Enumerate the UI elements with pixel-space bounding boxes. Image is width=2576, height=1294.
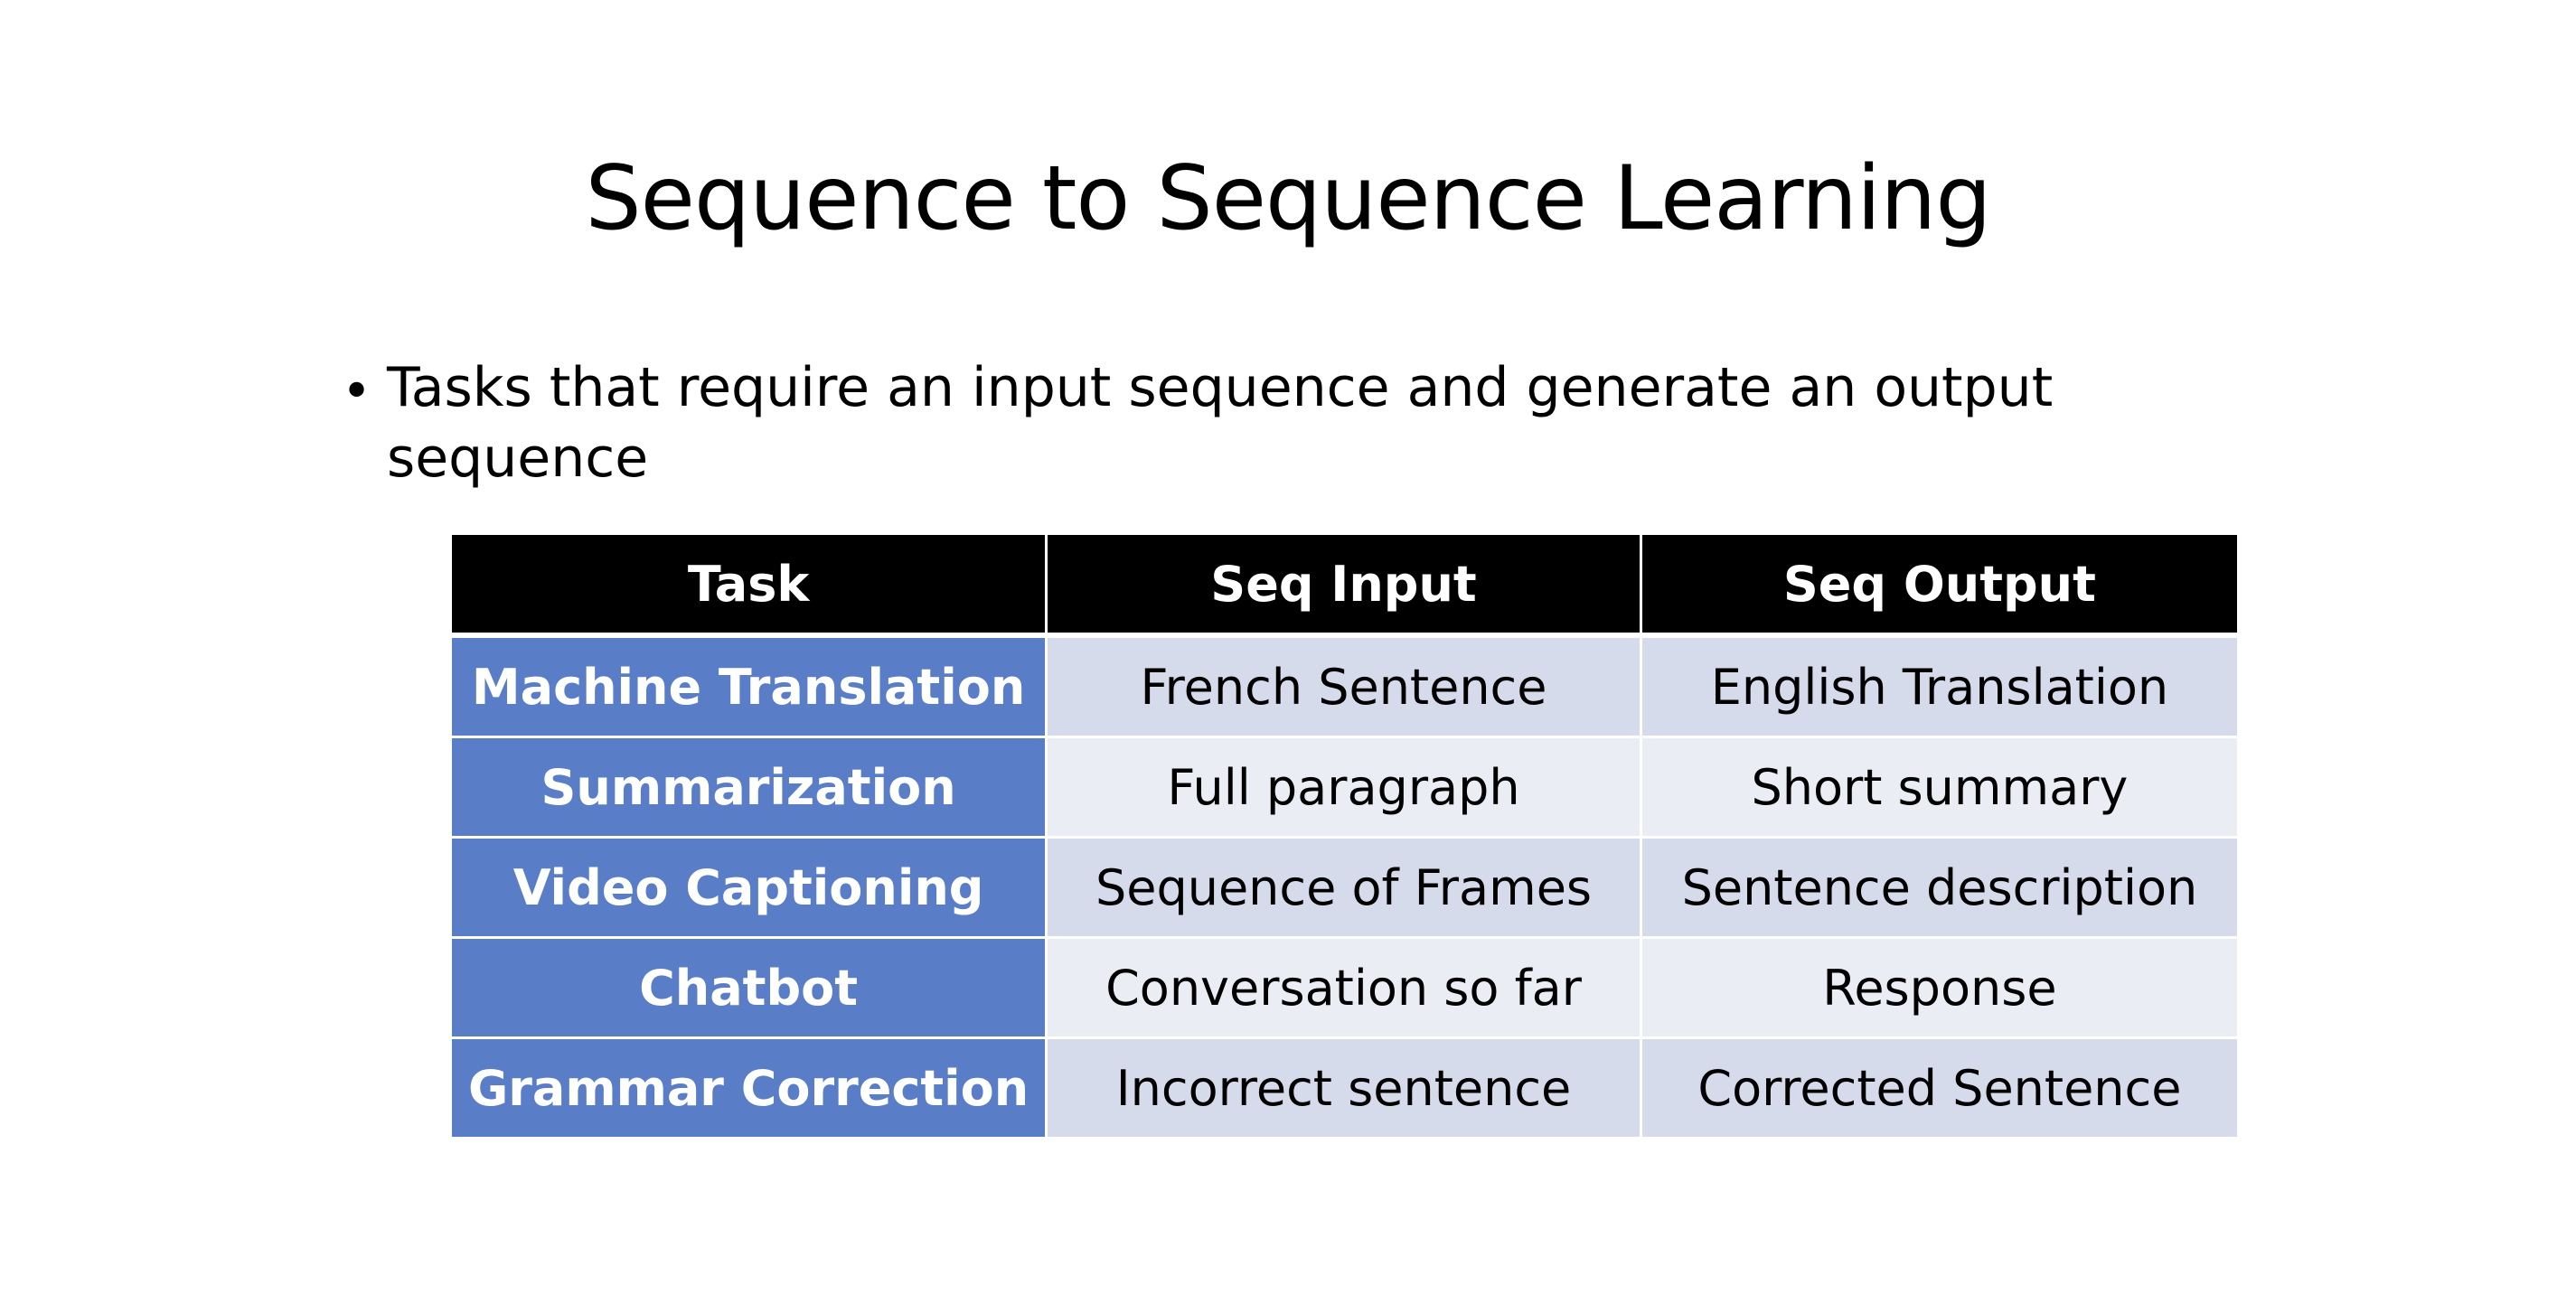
table-row: Grammar Correction Incorrect sentence Co… (452, 1036, 2237, 1137)
seq-input-cell: French Sentence (1045, 633, 1642, 738)
table-row: Summarization Full paragraph Short summa… (452, 736, 2237, 839)
table-row: Machine Translation French Sentence Engl… (452, 633, 2237, 738)
task-cell: Chatbot (452, 936, 1048, 1039)
seq-input-cell: Sequence of Frames (1045, 836, 1642, 939)
task-cell: Machine Translation (452, 633, 1048, 738)
table-row: Video Captioning Sequence of Frames Sent… (452, 836, 2237, 939)
bullet-marker: • (342, 362, 372, 421)
task-cell: Video Captioning (452, 836, 1048, 939)
bullet-line-2: sequence (387, 427, 649, 490)
seq-input-cell: Incorrect sentence (1045, 1036, 1642, 1137)
seq-output-cell: Response (1639, 936, 2237, 1039)
seq-input-cell: Conversation so far (1045, 936, 1642, 1039)
seq2seq-tasks-table: Task Seq Input Seq Output Machine Transl… (452, 535, 2237, 1137)
bullet-line-1: Tasks that require an input sequence and… (387, 356, 2054, 419)
table-row: Chatbot Conversation so far Response (452, 936, 2237, 1039)
bullet-text: Tasks that require an input sequence and… (387, 352, 2113, 493)
seq-input-cell: Full paragraph (1045, 736, 1642, 839)
seq-output-cell: English Translation (1639, 633, 2237, 738)
seq-output-cell: Short summary (1639, 736, 2237, 839)
seq-output-cell: Corrected Sentence (1639, 1036, 2237, 1137)
bullet-point: • Tasks that require an input sequence a… (342, 352, 2113, 493)
seq-output-cell: Sentence description (1639, 836, 2237, 939)
slide-title: Sequence to Sequence Learning (585, 147, 1991, 250)
header-seq-input: Seq Input (1045, 535, 1642, 638)
header-task: Task (452, 535, 1048, 638)
task-cell: Grammar Correction (452, 1036, 1048, 1137)
task-cell: Summarization (452, 736, 1048, 839)
table-header-row: Task Seq Input Seq Output (452, 535, 2237, 638)
header-seq-output: Seq Output (1639, 535, 2237, 638)
